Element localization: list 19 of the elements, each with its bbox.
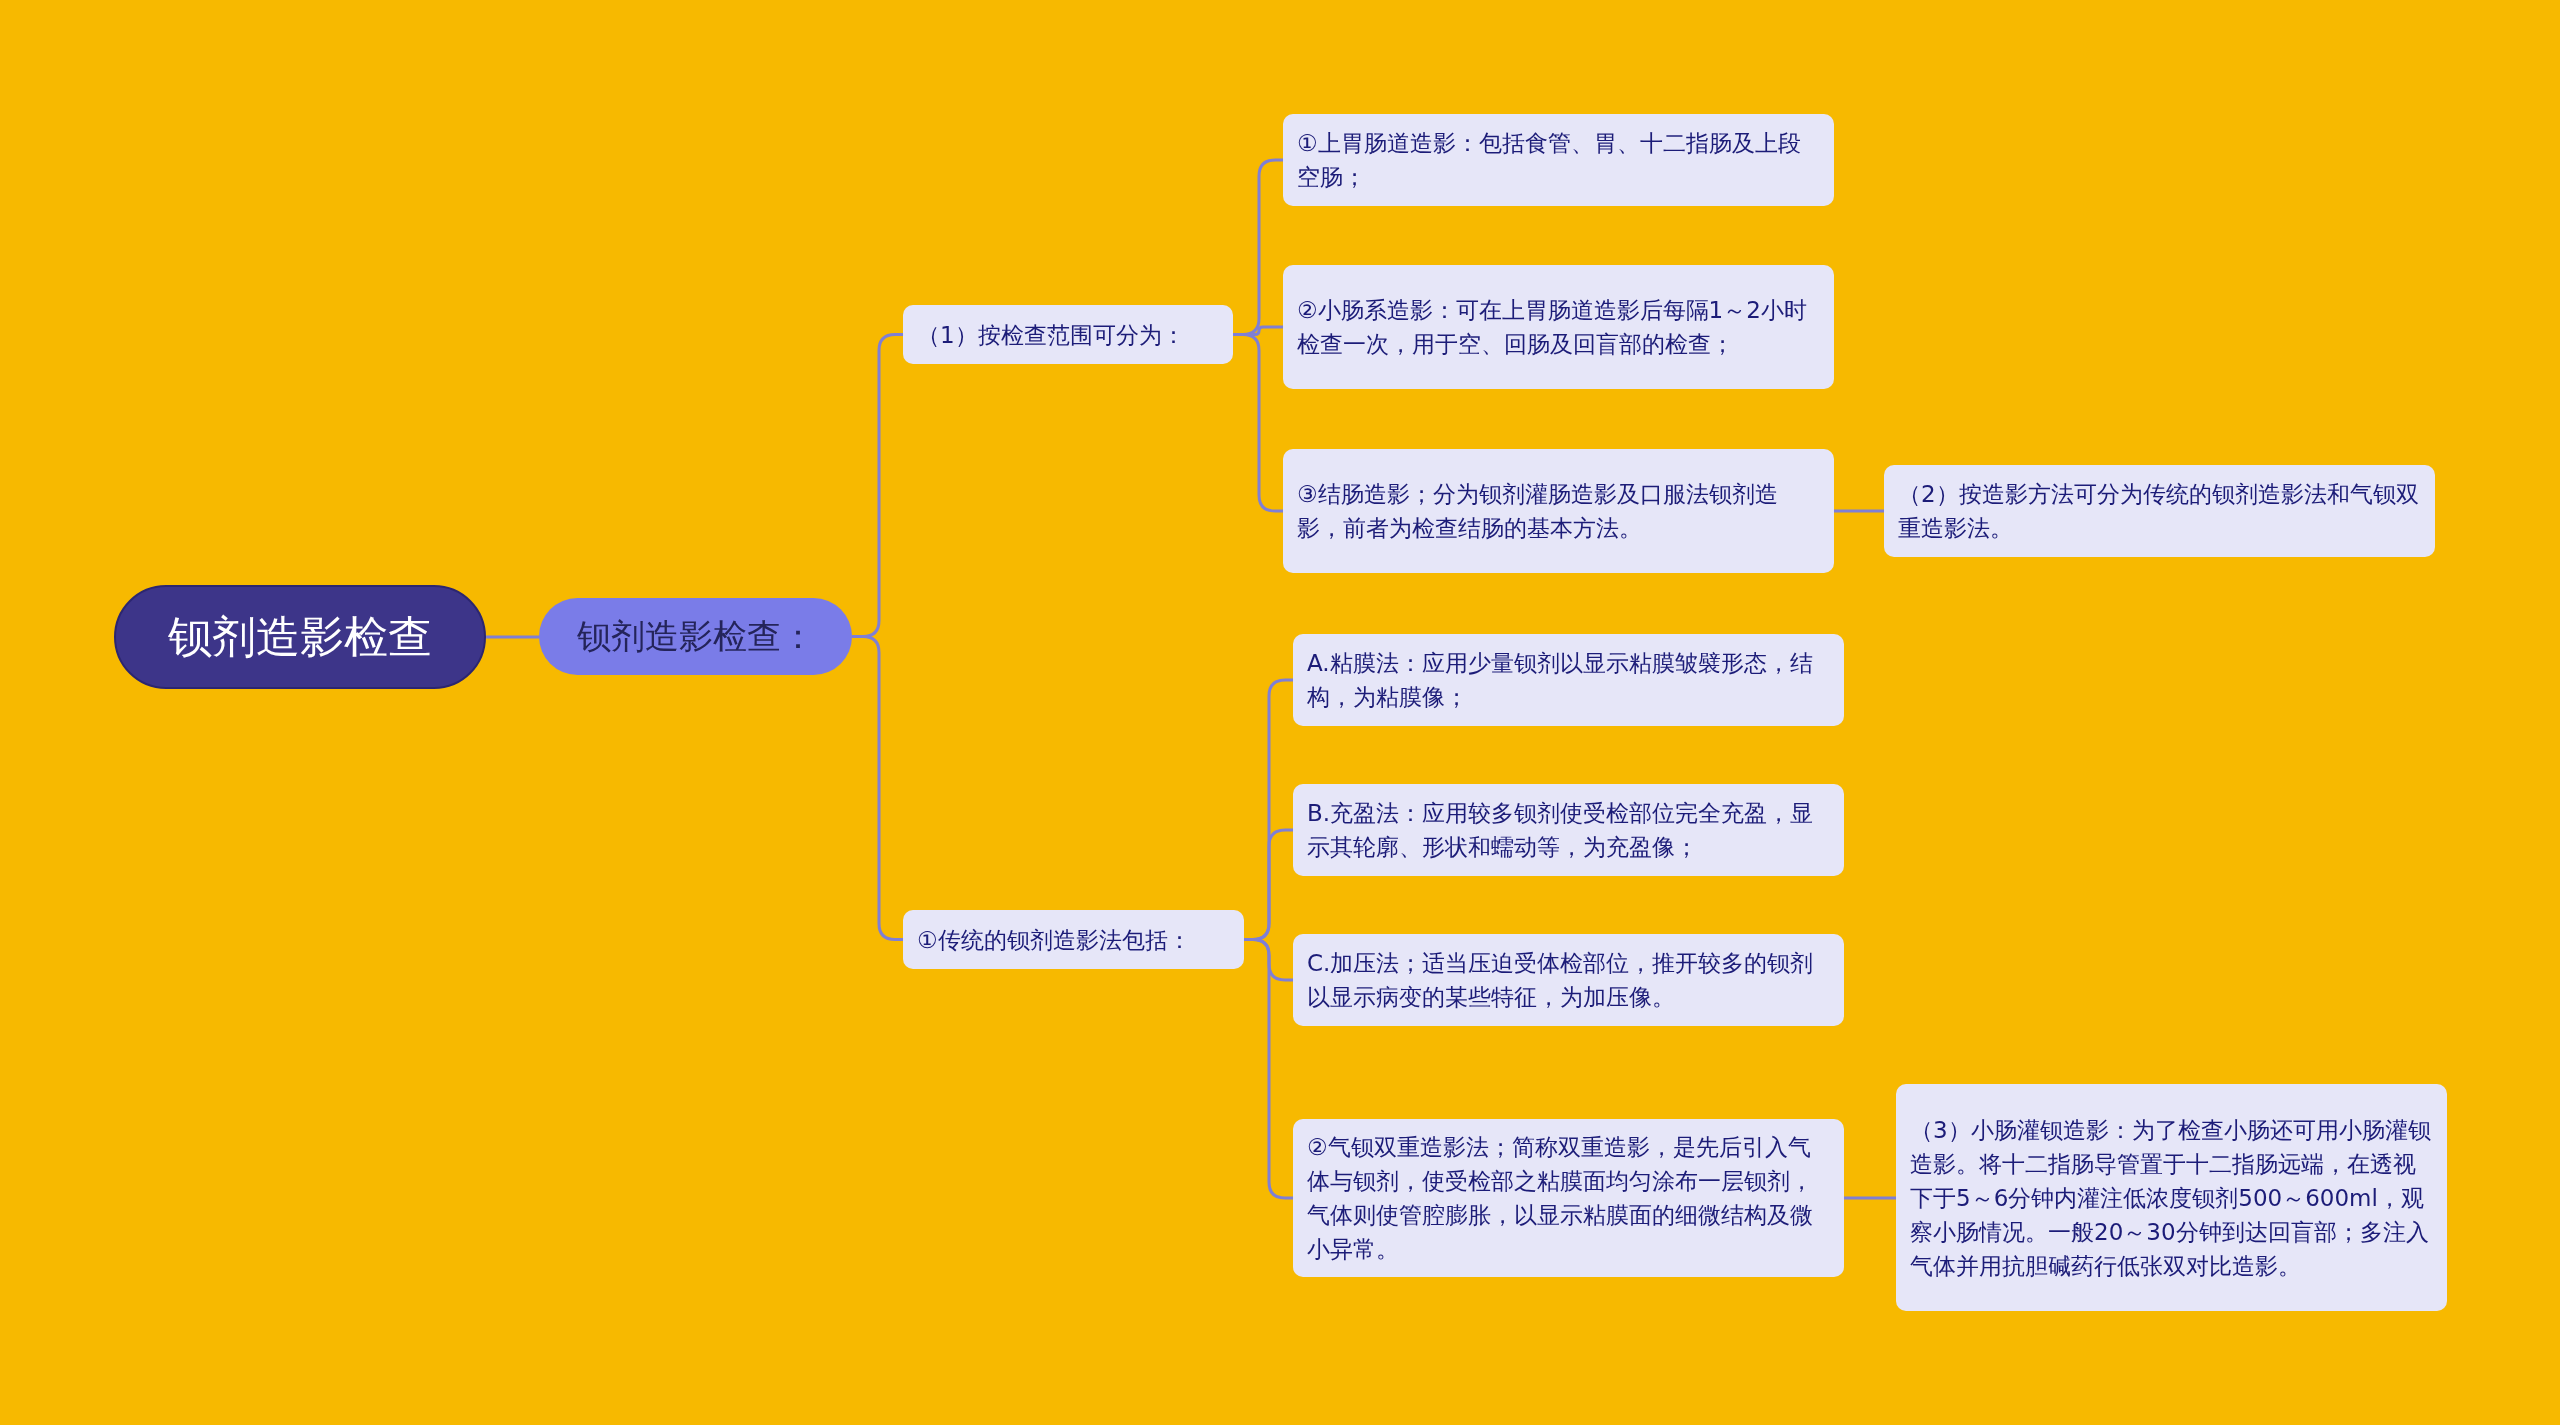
connector-line xyxy=(486,635,539,639)
connector-line xyxy=(852,635,903,941)
subtopic-card: （1）按检查范围可分为： xyxy=(903,305,1233,364)
connector-line xyxy=(1834,509,1884,513)
subtopic-card: ①传统的钡剂造影法包括： xyxy=(903,910,1244,969)
subtopic-card: C.加压法；适当压迫受体检部位，推开较多的钡剂以显示病变的某些特征，为加压像。 xyxy=(1293,934,1844,1026)
subtopic-card: ②小肠系造影：可在上胃肠道造影后每隔1～2小时检查一次，用于空、回肠及回盲部的检查； xyxy=(1283,265,1834,389)
subtopic-card: （2）按造影方法可分为传统的钡剂造影法和气钡双重造影法。 xyxy=(1884,465,2435,557)
connector-line xyxy=(1233,333,1283,513)
subtopic-card: B.充盈法：应用较多钡剂使受检部位完全充盈，显示其轮廓、形状和蠕动等，为充盈像； xyxy=(1293,784,1844,876)
main-topic: 钡剂造影检查： xyxy=(539,598,852,675)
subtopic-card: ③结肠造影；分为钡剂灌肠造影及口服法钡剂造影，前者为检查结肠的基本方法。 xyxy=(1283,449,1834,573)
root-topic: 钡剂造影检查 xyxy=(114,585,486,689)
subtopic-card: A.粘膜法：应用少量钡剂以显示粘膜皱襞形态，结构，为粘膜像； xyxy=(1293,634,1844,726)
connector-line xyxy=(1844,1196,1896,1200)
subtopic-card: ②气钡双重造影法；简称双重造影，是先后引入气体与钡剂，使受检部之粘膜面均匀涂布一层钡剂，气体则使管腔膨胀，以显示粘膜面的细微结构及微小异常。 xyxy=(1293,1119,1844,1277)
subtopic-card: ①上胃肠道造影：包括食管、胃、十二指肠及上段空肠； xyxy=(1283,114,1834,206)
subtopic-card: （3）小肠灌钡造影：为了检查小肠还可用小肠灌钡造影。将十二指肠导管置于十二指肠远端，在透视下于5～6分钟内灌注低浓度钡剂500～600ml，观察小肠情况。一般20～30分钟到达回盲部；多注入气体并用抗胆碱药行低张双对比造影。 xyxy=(1896,1084,2447,1311)
connector-line xyxy=(1244,938,1293,1200)
